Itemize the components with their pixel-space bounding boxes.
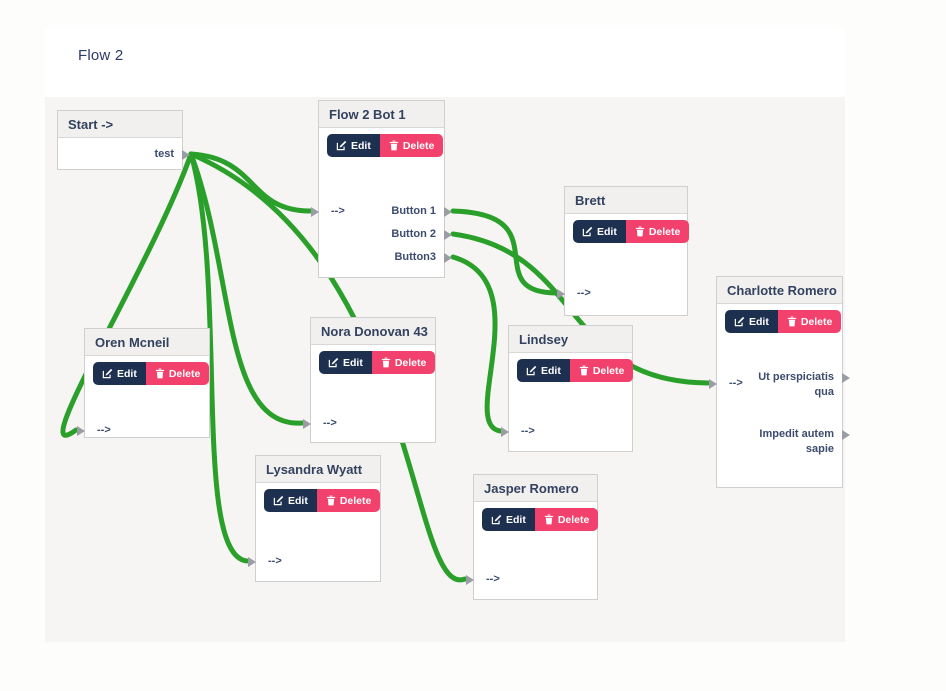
port-out-button2[interactable]: Button 2 — [391, 228, 436, 240]
port-marker[interactable] — [248, 557, 256, 567]
edit-icon — [582, 226, 593, 237]
node-actions: Edit Delete — [482, 508, 599, 531]
flow-node-start[interactable]: Start -> test — [57, 110, 190, 170]
trash-icon — [389, 140, 399, 151]
node-title: Lindsey — [509, 326, 632, 353]
node-title: Flow 2 Bot 1 — [319, 101, 444, 128]
port-out-button3[interactable]: Button3 — [394, 251, 436, 263]
port-in-in[interactable]: --> — [331, 205, 345, 217]
edit-button[interactable]: Edit — [264, 489, 317, 512]
port-in-in[interactable]: --> — [486, 573, 500, 585]
port-marker[interactable] — [311, 207, 319, 217]
trash-icon — [381, 357, 391, 368]
flow-node-lysandra[interactable]: Lysandra Wyatt Edit Delete --> — [248, 455, 381, 582]
port-in-in[interactable]: --> — [521, 425, 535, 437]
flow-node-nora[interactable]: Nora Donovan 43 Edit Delete --> — [303, 317, 436, 443]
port-in-in[interactable]: --> — [729, 377, 743, 389]
flow-node-lindsey[interactable]: Lindsey Edit Delete --> — [501, 325, 634, 452]
port-marker[interactable] — [182, 150, 190, 160]
page-title: Flow 2 — [78, 47, 124, 64]
node-title: Nora Donovan 43 — [311, 318, 435, 345]
edit-button[interactable]: Edit — [93, 362, 146, 385]
flow-title-card: Flow 2 — [45, 27, 845, 97]
edit-icon — [336, 140, 347, 151]
delete-button[interactable]: Delete — [379, 134, 444, 157]
edit-icon — [491, 514, 502, 525]
port-marker[interactable] — [444, 230, 452, 240]
port-marker[interactable] — [557, 289, 565, 299]
trash-icon — [544, 514, 554, 525]
port-out-button1[interactable]: Button 1 — [391, 205, 436, 217]
delete-button[interactable]: Delete — [371, 351, 436, 374]
node-title: Charlotte Romero — [717, 277, 842, 304]
port-marker[interactable] — [466, 575, 474, 585]
node-title: Lysandra Wyatt — [256, 456, 380, 483]
node-actions: Edit Delete — [264, 489, 381, 512]
node-actions: Edit Delete — [319, 351, 436, 374]
delete-button[interactable]: Delete — [534, 508, 599, 531]
trash-icon — [155, 368, 165, 379]
port-in-in[interactable]: --> — [268, 555, 282, 567]
trash-icon — [787, 316, 797, 327]
node-title: Oren Mcneil — [85, 329, 209, 356]
port-out-test[interactable]: test — [154, 148, 174, 160]
flow-node-flow2bot1[interactable]: Flow 2 Bot 1 Edit Delete --> Button 1 Butt… — [311, 100, 452, 278]
port-out-out2[interactable]: Impedit autem sapie — [759, 428, 834, 455]
node-title: Start -> — [58, 111, 182, 138]
delete-button[interactable]: Delete — [625, 220, 690, 243]
edit-button[interactable]: Edit — [573, 220, 626, 243]
port-in-in[interactable]: --> — [577, 287, 591, 299]
node-actions: Edit Delete — [93, 362, 210, 385]
trash-icon — [635, 226, 645, 237]
flow-node-jasper[interactable]: Jasper Romero Edit Delete --> — [466, 474, 599, 600]
port-marker[interactable] — [842, 373, 850, 383]
trash-icon — [579, 365, 589, 376]
port-marker[interactable] — [501, 427, 509, 437]
delete-button[interactable]: Delete — [316, 489, 381, 512]
port-marker[interactable] — [77, 426, 85, 436]
port-marker[interactable] — [303, 419, 311, 429]
port-marker[interactable] — [444, 253, 452, 263]
port-out-out1[interactable]: Ut perspiciatis qua — [758, 371, 834, 398]
node-actions: Edit Delete — [573, 220, 690, 243]
port-marker[interactable] — [842, 430, 850, 440]
delete-button[interactable]: Delete — [569, 359, 634, 382]
flow-node-oren[interactable]: Oren Mcneil Edit Delete --> — [77, 328, 210, 438]
trash-icon — [326, 495, 336, 506]
edit-button[interactable]: Edit — [482, 508, 535, 531]
edit-button[interactable]: Edit — [319, 351, 372, 374]
edit-icon — [328, 357, 339, 368]
node-actions: Edit Delete — [517, 359, 634, 382]
delete-button[interactable]: Delete — [777, 310, 842, 333]
port-marker[interactable] — [444, 207, 452, 217]
node-title: Jasper Romero — [474, 475, 597, 502]
edit-icon — [273, 495, 284, 506]
port-marker[interactable] — [709, 379, 717, 389]
edit-icon — [102, 368, 113, 379]
delete-button[interactable]: Delete — [145, 362, 210, 385]
flow-node-charlotte[interactable]: Charlotte Romero Edit Delete --> Ut persp… — [709, 276, 850, 488]
edit-button[interactable]: Edit — [327, 134, 380, 157]
flow-node-brett[interactable]: Brett Edit Delete --> — [557, 186, 690, 316]
node-actions: Edit Delete — [327, 134, 444, 157]
edit-icon — [526, 365, 537, 376]
port-in-in[interactable]: --> — [323, 417, 337, 429]
node-title: Brett — [565, 187, 687, 214]
edit-button[interactable]: Edit — [725, 310, 778, 333]
edit-button[interactable]: Edit — [517, 359, 570, 382]
edit-icon — [734, 316, 745, 327]
port-in-in[interactable]: --> — [97, 424, 111, 436]
node-actions: Edit Delete — [725, 310, 842, 333]
